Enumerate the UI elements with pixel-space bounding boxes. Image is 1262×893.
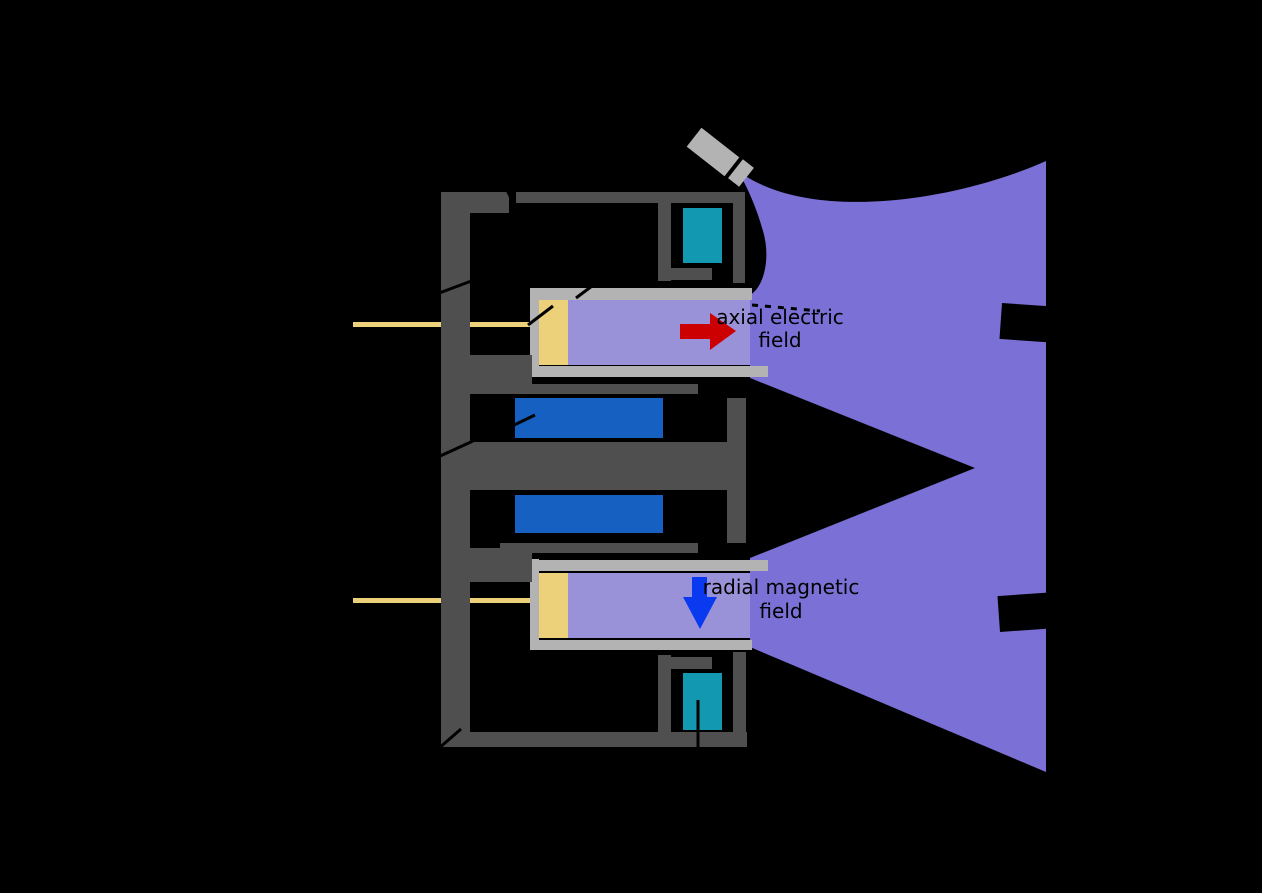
outer-pole-frame-upper-right [733,192,745,283]
outer-pole-frame-upper-bottom [658,268,712,280]
hollow-cathode-tip [728,159,754,187]
hollow-cathode-body [686,127,740,177]
inner-coil-upper [515,398,663,438]
radial-magnetic-field-label-line2: field [759,599,802,623]
outer-pole-frame-lower-left [658,655,671,735]
magnetic-circuit-top-bar-thick [441,192,509,213]
leader-line-bottom-bar [437,727,462,751]
beam-annotation-arrow-upper [999,303,1074,344]
channel-housing-upper-bottom-wall [530,366,768,377]
axial-electric-field-arrow [680,313,736,350]
leader-line-channel-wall [575,284,593,300]
inner-pole-piece [727,398,746,543]
leader-lines [433,187,821,753]
core-bar-upper [500,384,698,394]
axial-electric-field-label-line2: field [758,328,801,352]
channel-housing-lower-bottom-wall [530,640,752,650]
radial-magnetic-field-arrow [683,577,717,629]
channel-housing-lower-left-wall [530,559,539,650]
plasma-plume [737,161,1046,772]
inner-coil-lower [515,495,663,533]
outer-pole-frame-lower-right [733,652,746,745]
leader-line-inner-coil [509,413,536,429]
beam-annotation-arrow-lower [997,591,1072,632]
anode-upper [538,300,568,365]
axial-electric-field-label-line1: axial electric [716,305,844,329]
core-bar-lower [500,543,698,553]
outer-pole-frame-upper-left [658,203,671,281]
central-pole [441,442,746,490]
electron-path-dashes [751,303,821,313]
channel-housing-upper-top-wall [530,288,752,300]
channel-housing-lower-top-wall [530,560,768,571]
leader-line-anode [527,304,554,327]
core-connector-lower [468,548,532,582]
leader-line-central-pole [437,439,474,459]
outer-pole-frame-lower-top [658,657,712,669]
outer-coil-lower [683,673,722,730]
leader-line-spine-upper [433,278,475,297]
outer-coil-upper [683,208,722,263]
anode-lower [538,573,568,638]
magnetic-circuit-bottom-bar [441,732,747,747]
magnetic-circuit [441,192,747,747]
discharge-channel-lower [568,573,750,638]
magnetic-circuit-top-bar [516,192,745,203]
leader-line-top-bar [504,187,522,217]
radial-magnetic-field-label-line1: radial magnetic [703,575,860,599]
channel-housing-upper-left-wall [530,288,539,377]
